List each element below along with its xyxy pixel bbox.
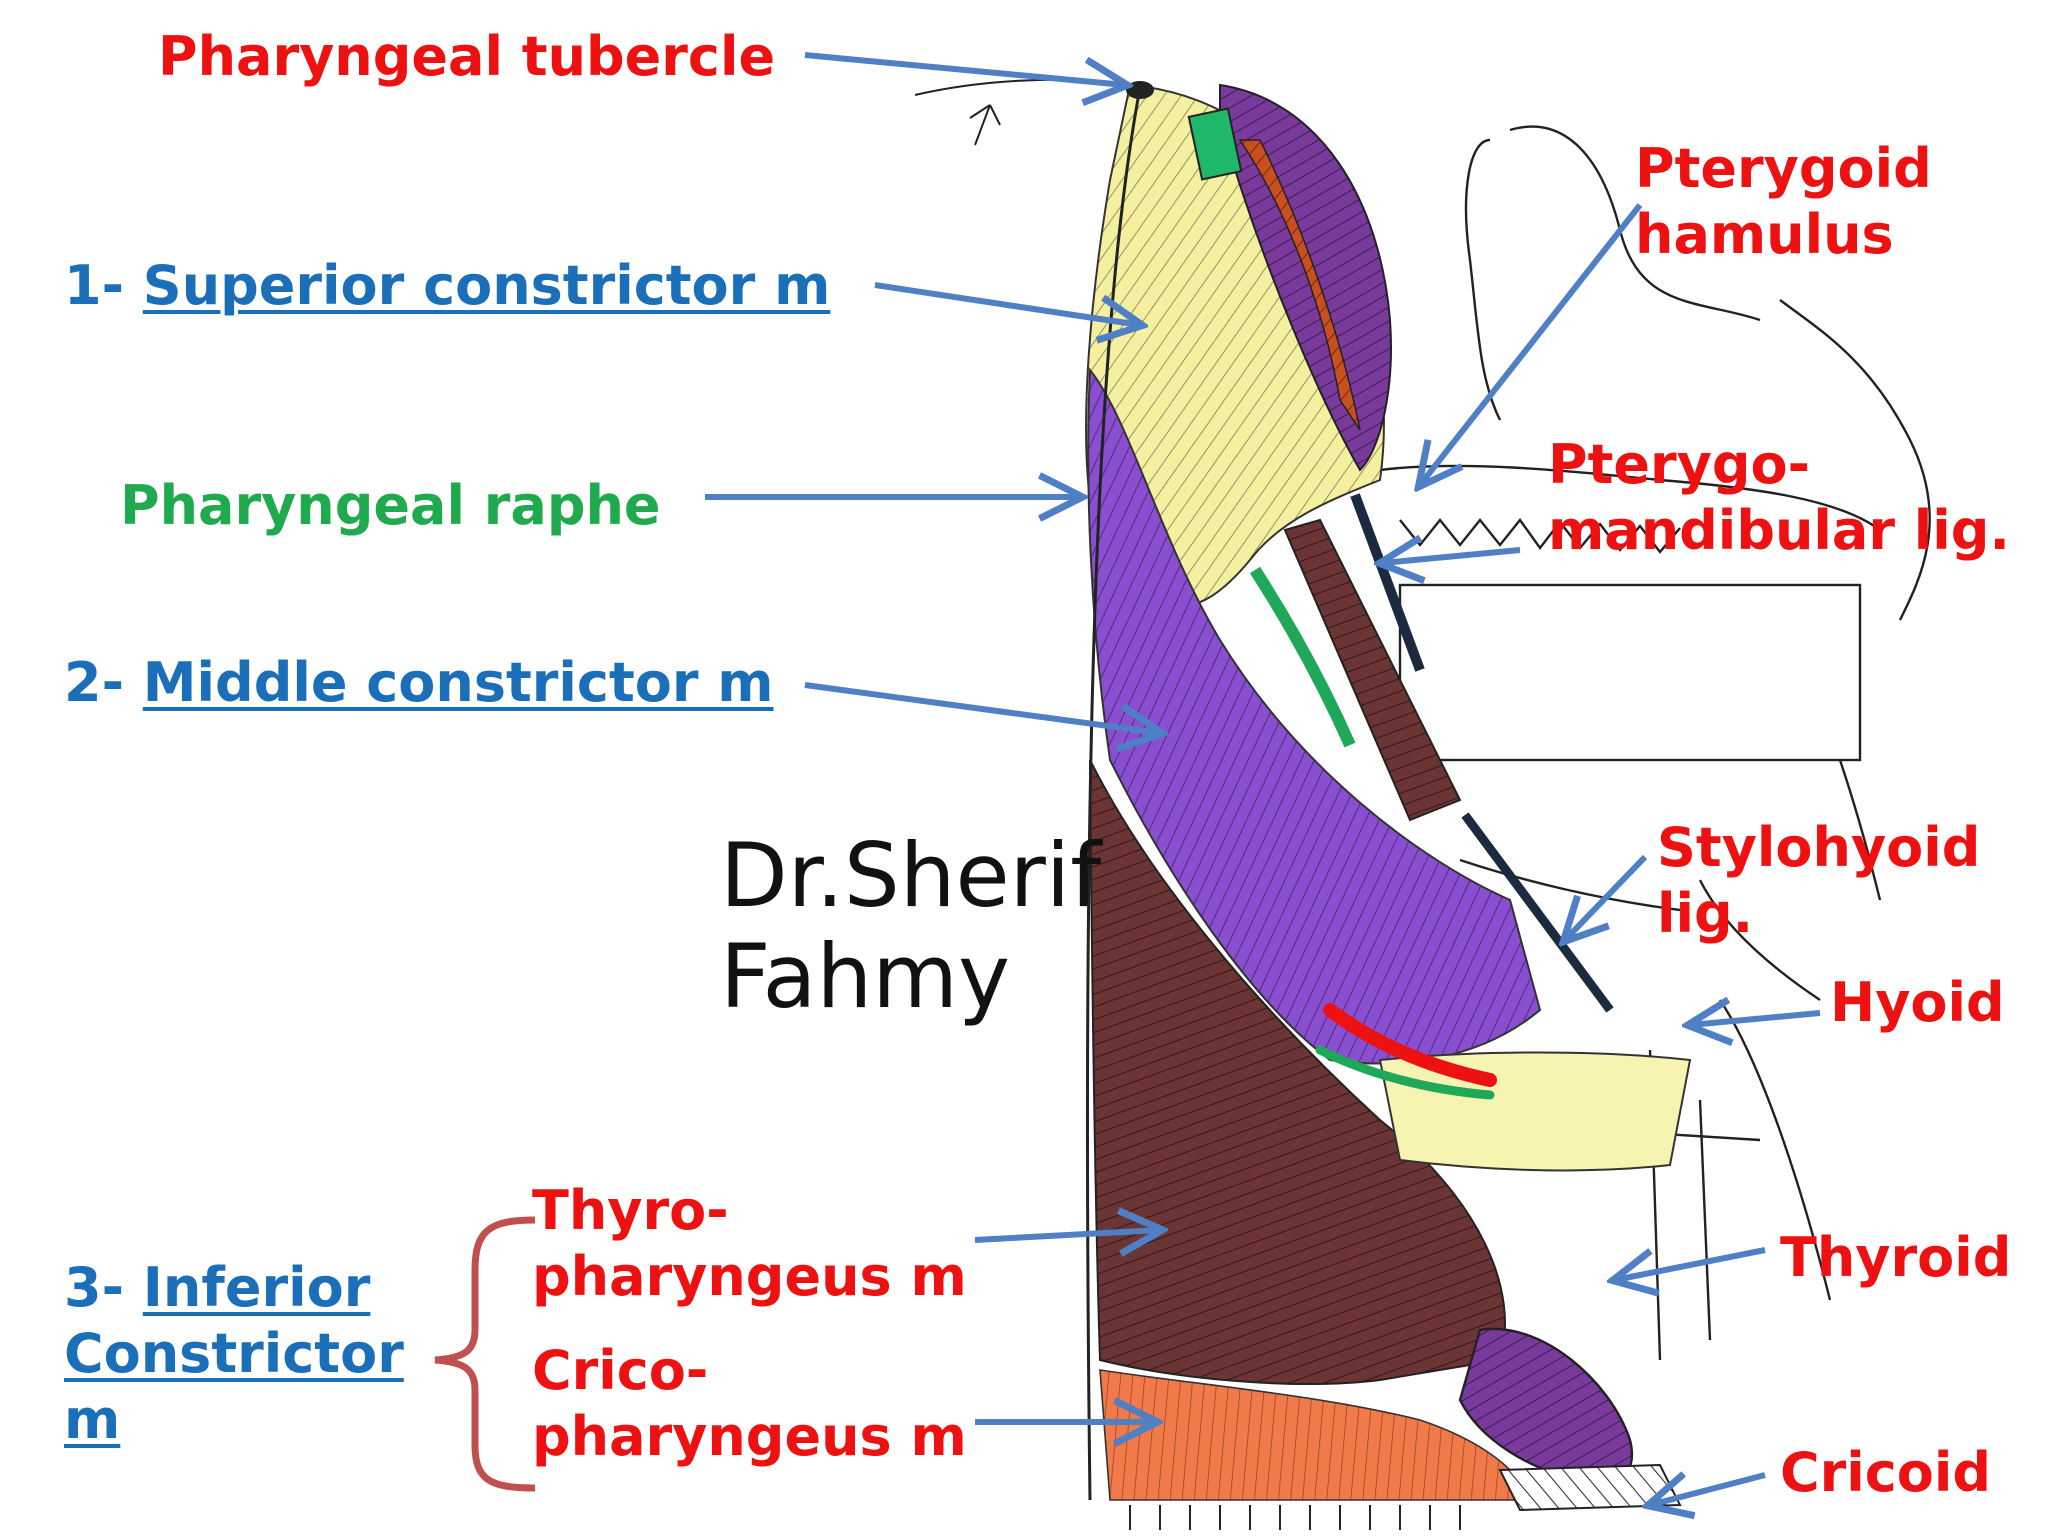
- label-number: 1-: [64, 254, 143, 317]
- arrow-pterygoid-hamulus: [1420, 203, 1643, 485]
- arrow-hyoid: [1690, 1013, 1821, 1025]
- label-text: pharyngeus m: [532, 1404, 967, 1468]
- label-cricopharyngeus: Crico- pharyngeus m: [532, 1338, 967, 1470]
- label-number: 2-: [64, 651, 143, 714]
- label-superior-constrictor: 1- Superior constrictor m: [64, 253, 830, 319]
- label-text: Pharyngeal raphe: [120, 474, 661, 537]
- auditory-tube-green: [1187, 107, 1243, 181]
- arrow-thyropharyngeus: [974, 1230, 1160, 1240]
- label-text: Cricoid: [1780, 1441, 1992, 1504]
- label-text: hamulus: [1635, 202, 1894, 266]
- label-hyoid: Hyoid: [1830, 970, 2005, 1036]
- label-middle-constrictor: 2- Middle constrictor m: [64, 650, 774, 716]
- label-inferior-constrictor: 3- Inferior Constrictor m: [64, 1255, 404, 1453]
- label-pterygomandibular-ligament: Pterygo- mandibular lig.: [1548, 432, 2010, 564]
- glossopharyngeal-nerve-green: [1249, 566, 1356, 748]
- label-text: Superior constrictor m: [142, 254, 831, 317]
- arrow-pharyngeal-tubercle: [804, 52, 1125, 85]
- label-number: 3-: [64, 1256, 143, 1319]
- watermark-line: Dr.Sherif: [720, 824, 1102, 927]
- label-thyropharyngeus: Thyro- pharyngeus m: [532, 1178, 967, 1310]
- superior-constrictor-upper-band: [1219, 83, 1392, 472]
- label-text: m: [64, 1387, 121, 1451]
- label-text: Thyroid: [1780, 1226, 2012, 1289]
- label-text: Stylohyoid: [1657, 816, 1981, 879]
- arrow-cricoid: [1650, 1475, 1766, 1505]
- label-text: Pharyngeal tubercle: [158, 25, 776, 88]
- label-text: Inferior: [142, 1256, 371, 1319]
- stylopharyngeus-muscle: [1283, 518, 1462, 822]
- label-text: lig.: [1657, 881, 1754, 945]
- bottom-ticks: [1129, 1505, 1461, 1530]
- label-text: Pterygo-: [1548, 433, 1811, 496]
- levator-palati-orange: [1238, 139, 1361, 431]
- inferior-constrictor-muscle: [1089, 759, 1506, 1385]
- label-text: pharyngeus m: [532, 1244, 967, 1308]
- label-thyroid: Thyroid: [1780, 1225, 2011, 1291]
- label-stylohyoid-ligament: Stylohyoid lig.: [1657, 815, 1980, 947]
- label-text: Pterygoid: [1635, 137, 1932, 200]
- label-cricoid: Cricoid: [1780, 1440, 1991, 1506]
- skull-arrow-sketch: [969, 104, 1001, 146]
- arrow-middle-constrictor: [804, 682, 1160, 733]
- superior-laryngeal-nerve-red: [1323, 1003, 1497, 1087]
- superior-laryngeal-nerve-green: [1315, 1045, 1495, 1100]
- label-pharyngeal-tubercle: Pharyngeal tubercle: [158, 24, 775, 90]
- label-text: Thyro-: [532, 1179, 729, 1242]
- skeletal-outlines: [1379, 125, 1931, 1361]
- label-text: Hyoid: [1830, 971, 2005, 1034]
- label-text: Constrictor: [64, 1321, 404, 1385]
- author-watermark: Dr.Sherif Fahmy: [720, 824, 1102, 1029]
- pharyngeal-tubercle-mark: [1126, 81, 1154, 99]
- label-pterygoid-hamulus: Pterygoid hamulus: [1635, 136, 1932, 268]
- label-text: mandibular lig.: [1548, 498, 2010, 562]
- label-arrows: [705, 52, 1821, 1505]
- label-pharyngeal-raphe: Pharyngeal raphe: [120, 473, 661, 539]
- arrow-pterygomandibular: [1382, 550, 1521, 563]
- arrow-thyroid: [1615, 1247, 1766, 1280]
- arrow-stylohyoid: [1565, 854, 1648, 940]
- stylohyoid-ligament-line: [1461, 812, 1614, 1013]
- hyoid-region: [1378, 1051, 1692, 1172]
- posterior-border: [1085, 87, 1142, 1501]
- label-text: Crico-: [532, 1339, 709, 1402]
- watermark-line: Fahmy: [720, 925, 1011, 1029]
- arrow-superior-constrictor: [874, 282, 1140, 325]
- inferior-constrictor-brace: [434, 1216, 536, 1492]
- label-text: Middle constrictor m: [142, 651, 774, 714]
